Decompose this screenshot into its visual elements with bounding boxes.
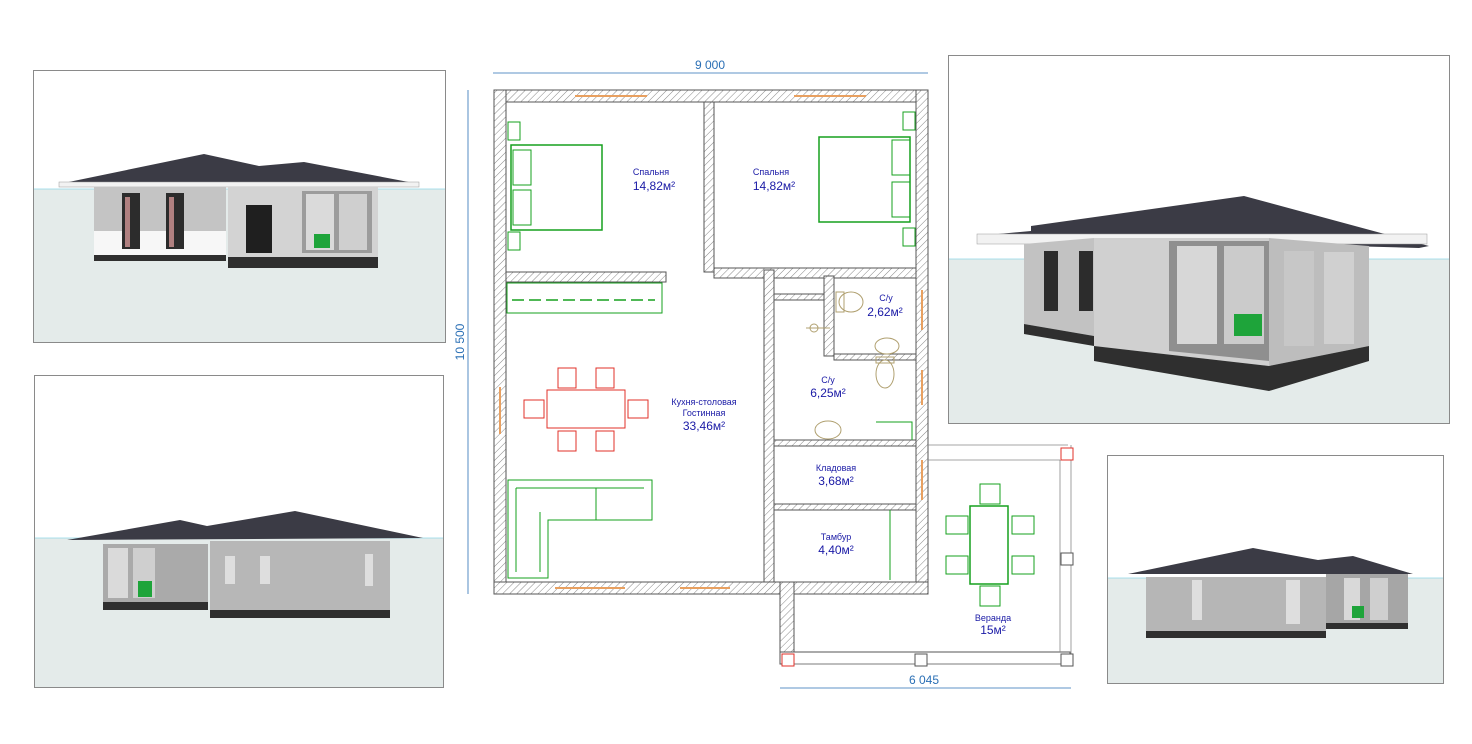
kitchen-counter <box>506 282 663 314</box>
interior-walls <box>505 101 917 583</box>
dimension-veranda-label: 6 045 <box>909 673 939 687</box>
svg-text:С/у: С/у <box>821 375 835 385</box>
bed-bedroom-2 <box>818 111 916 247</box>
render-view-front <box>33 70 446 343</box>
exterior-walls <box>493 89 1071 665</box>
room-label-veranda: Веранда 15м² <box>975 613 1011 637</box>
dining-table <box>523 367 649 452</box>
room-label-pantry: Кладовая 3,68м² <box>816 463 856 488</box>
room-label-vestibule: Тамбур 4,40м² <box>818 532 854 557</box>
house-render-front <box>34 154 445 342</box>
bathroom-partitions <box>876 421 913 580</box>
svg-text:Тамбур: Тамбур <box>821 532 852 542</box>
veranda-columns <box>781 447 1074 667</box>
svg-text:33,46м²: 33,46м² <box>683 419 725 433</box>
bathroom-fixtures <box>806 291 900 440</box>
bed-bedroom-1 <box>507 121 603 251</box>
room-label-bedroom-1: Спальня 14,82м² <box>633 167 675 193</box>
house-render-side <box>1108 548 1443 683</box>
sofa <box>507 479 653 579</box>
room-label-kitchen-living: Кухня-столовая Гостинная 33,46м² <box>671 397 736 433</box>
house-render-rear <box>35 511 443 687</box>
svg-text:Кухня-столовая: Кухня-столовая <box>671 397 736 407</box>
render-view-rear <box>34 375 444 688</box>
room-label-wc-small: С/у 2,62м² <box>867 293 903 319</box>
svg-text:С/у: С/у <box>879 293 893 303</box>
render-view-veranda <box>948 55 1450 424</box>
room-label-bedroom-2: Спальня 14,82м² <box>753 167 795 193</box>
svg-text:3,68м²: 3,68м² <box>818 474 854 488</box>
svg-text:14,82м²: 14,82м² <box>633 179 675 193</box>
svg-text:Гостинная: Гостинная <box>683 408 726 418</box>
svg-text:Веранда: Веранда <box>975 613 1011 623</box>
room-label-wc-large: С/у 6,25м² <box>810 375 846 400</box>
svg-text:2,62м²: 2,62м² <box>867 305 903 319</box>
svg-text:15м²: 15м² <box>980 623 1006 637</box>
dimension-line-left: 10 500 <box>453 90 469 594</box>
windows <box>499 95 923 589</box>
house-render-veranda <box>949 196 1449 423</box>
dimension-line-bottom: 6 045 <box>780 673 1071 689</box>
svg-text:Кладовая: Кладовая <box>816 463 856 473</box>
render-view-side <box>1107 455 1444 684</box>
svg-text:14,82м²: 14,82м² <box>753 179 795 193</box>
svg-text:Спальня: Спальня <box>633 167 669 177</box>
svg-text:6,25м²: 6,25м² <box>810 386 846 400</box>
dimension-width-label: 9 000 <box>695 58 725 72</box>
veranda-table <box>945 483 1035 607</box>
svg-text:Спальня: Спальня <box>753 167 789 177</box>
dimension-line-top: 9 000 <box>493 58 928 74</box>
svg-text:4,40м²: 4,40м² <box>818 543 854 557</box>
dimension-height-label: 10 500 <box>453 323 467 360</box>
